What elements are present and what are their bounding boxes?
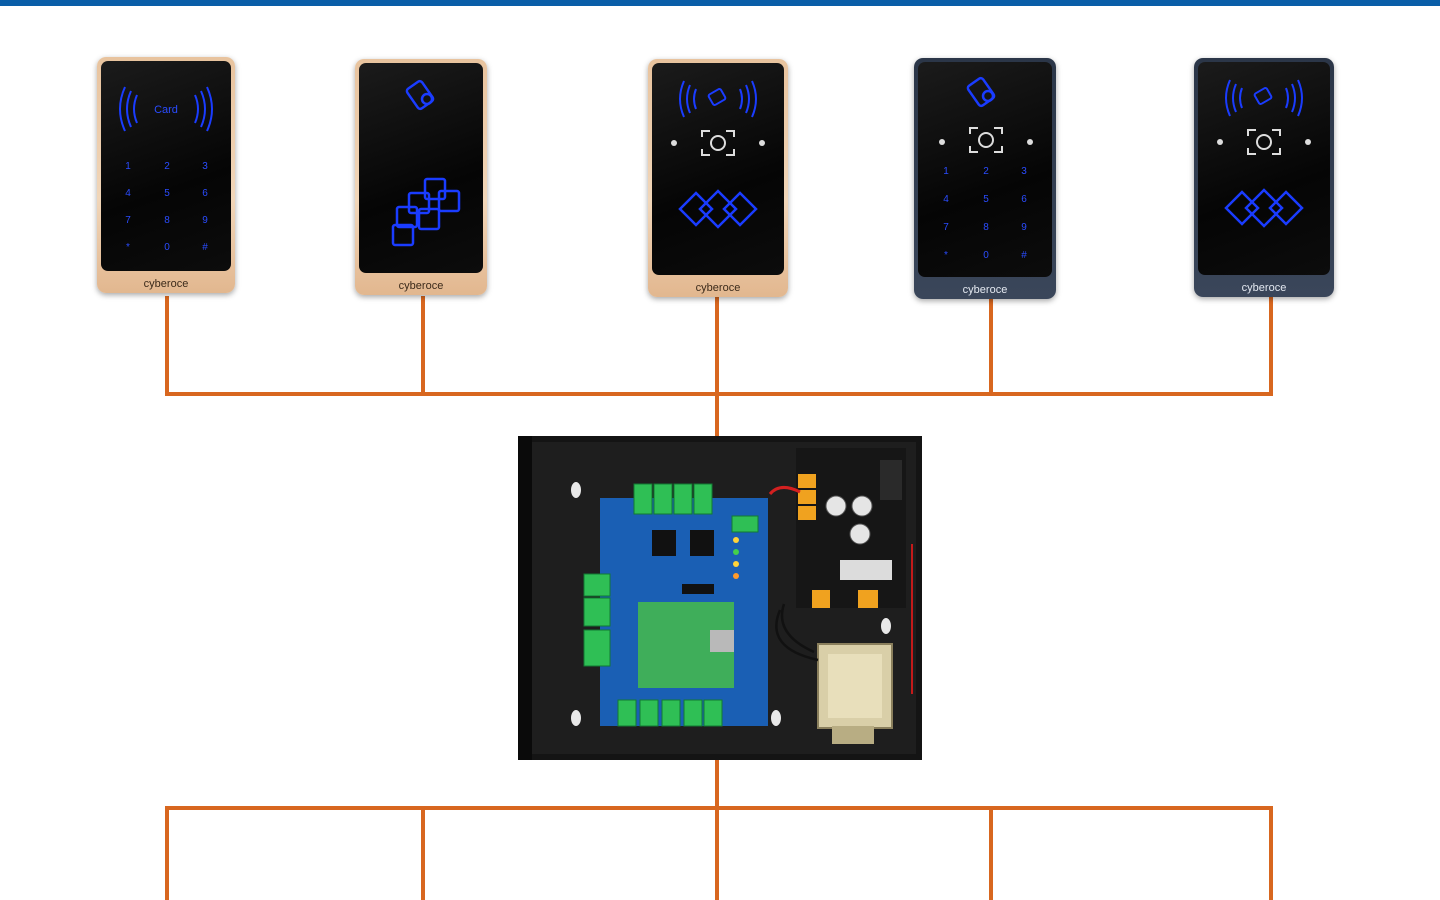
- svg-text:4: 4: [125, 188, 131, 199]
- svg-text:8: 8: [983, 222, 989, 233]
- svg-text:*: *: [126, 242, 130, 253]
- svg-text:9: 9: [202, 215, 208, 226]
- face-keypad-reader: 1 2 3 4 5 6 7 8 9 * 0 # cyberoce: [914, 58, 1056, 299]
- svg-text:6: 6: [1021, 194, 1027, 205]
- svg-text:5: 5: [164, 188, 170, 199]
- svg-text:1: 1: [125, 161, 131, 172]
- face-card-reader-dark: cyberoce: [1194, 58, 1334, 297]
- svg-text:1: 1: [943, 166, 949, 177]
- card-reader-keypad: Card 1 2 3 4 5 6 7 8 9 * 0 # cyberoce: [97, 57, 235, 293]
- svg-text:7: 7: [943, 222, 949, 233]
- svg-text:9: 9: [1021, 222, 1027, 233]
- svg-text:5: 5: [983, 194, 989, 205]
- face-card-reader: cyberoce: [648, 59, 788, 297]
- brand-label: cyberoce: [398, 280, 444, 292]
- rfid-keypad-icon: Card 1 2 3 4 5 6 7 8 9 * 0 #: [119, 86, 213, 253]
- svg-text:0: 0: [164, 242, 170, 253]
- controller-board-illustration: [518, 436, 922, 760]
- face-rfid-icon: [671, 80, 765, 229]
- svg-text:2: 2: [164, 161, 170, 172]
- brand-label: cyberoce: [1241, 282, 1287, 294]
- svg-text:Card: Card: [154, 104, 178, 116]
- svg-text:#: #: [1021, 250, 1027, 261]
- svg-text:2: 2: [983, 166, 989, 177]
- svg-text:0: 0: [983, 250, 989, 261]
- svg-text:3: 3: [1021, 166, 1027, 177]
- svg-text:6: 6: [202, 188, 208, 199]
- top-accent-bar: [0, 0, 1440, 6]
- svg-text:#: #: [202, 242, 208, 253]
- access-control-panel: [518, 434, 922, 762]
- brand-label: cyberoce: [695, 282, 741, 294]
- card-reader: cyberoce: [355, 59, 487, 295]
- svg-text:8: 8: [164, 215, 170, 226]
- brand-label: cyberoce: [962, 284, 1008, 296]
- svg-text:4: 4: [943, 194, 949, 205]
- svg-text:*: *: [944, 250, 948, 261]
- face-rfid-icon: [1217, 79, 1311, 228]
- face-keypad-icon: 1 2 3 4 5 6 7 8 9 * 0 #: [939, 76, 1033, 261]
- svg-text:7: 7: [125, 215, 131, 226]
- svg-text:3: 3: [202, 161, 208, 172]
- brand-label: cyberoce: [143, 278, 189, 290]
- card-tap-icon: [391, 79, 461, 247]
